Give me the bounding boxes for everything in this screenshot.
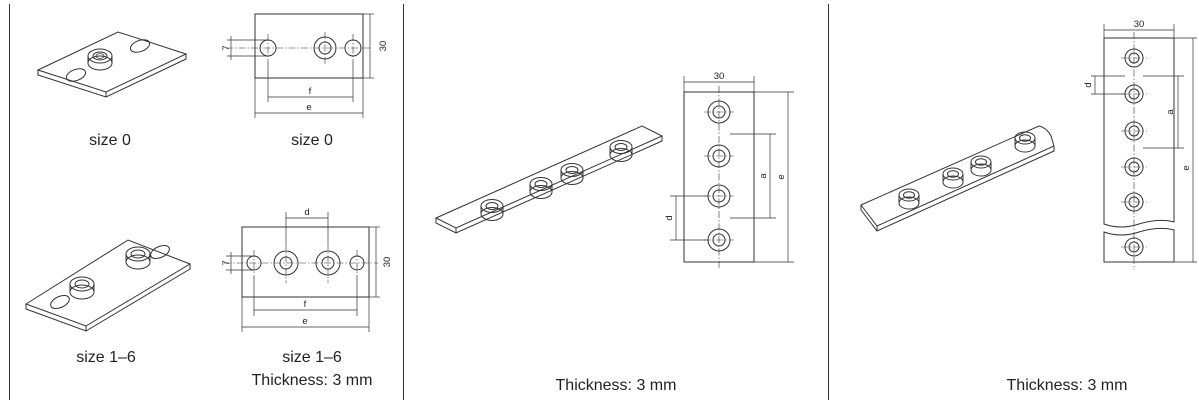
broken-e-dim-label: e [1181,165,1192,170]
broken-d-dim-label: d [1083,82,1094,87]
size16-d-dim-label: d [304,207,309,218]
broken-a-dim-label: a [1165,109,1176,115]
panel-1-drawings: 7 30 f e [24,13,393,332]
size0-plate-iso [36,31,188,98]
size16-e-dim-label: e [302,316,307,327]
size16-drawing: d 7 30 f e [221,207,393,332]
size0-drawing: 7 30 f e [221,13,389,118]
stud-2 [529,177,553,199]
panel-3: 30 d a e Thickness: 3 mm [829,0,1199,400]
panel-3-thickness: Thickness: 3 mm [1006,377,1128,394]
size16-height-dim-label: 30 [382,257,393,268]
divider-2 [828,4,829,400]
size0-height-dim-label: 30 [378,41,389,52]
size0-hole-dim-label: 7 [221,45,232,50]
long-width-dim-label: 30 [714,71,725,82]
left-border [9,4,10,400]
size0-f-dim-label: f [309,86,312,97]
p3-stud-3 [970,155,992,177]
stud-1 [480,199,504,221]
broken-plate-iso [860,125,1055,232]
panel-1-thickness: Thickness: 3 mm [251,372,373,389]
size16-photo-caption: size 1–6 [76,349,136,366]
long-d-dim-label: d [664,215,675,220]
size16-f-dim-label: f [304,299,307,310]
panel-2-thickness: Thickness: 3 mm [555,377,677,394]
broken-plate-drawing: 30 d a e [1083,19,1197,270]
size0-drawing-caption: size 0 [291,132,333,149]
panel-1: 7 30 f e [0,0,403,400]
panel-3-drawings: 30 d a e [860,19,1197,270]
panel-2: 30 a e d Thickness: 3 mm [404,0,828,400]
long-plate-drawing: 30 a e d [664,71,794,270]
size16-plate-iso [24,239,192,332]
panel-2-drawings: 30 a e d [434,71,794,270]
long-e-dim-label: e [776,174,787,179]
size16-hole-dim-label: 7 [221,260,232,265]
stud-4 [609,140,633,162]
stud-3 [560,163,584,185]
long-plate-iso [434,125,664,234]
long-a-dim-label: a [758,173,769,179]
broken-width-dim-label: 30 [1134,19,1145,30]
p3-stud-4 [1014,131,1036,153]
divider-1 [403,4,404,400]
size16-drawing-caption: size 1–6 [282,349,342,366]
size0-e-dim-label: e [306,102,311,113]
size0-photo-caption: size 0 [89,132,131,149]
p3-stud-1 [898,188,920,210]
p3-stud-2 [942,167,964,189]
